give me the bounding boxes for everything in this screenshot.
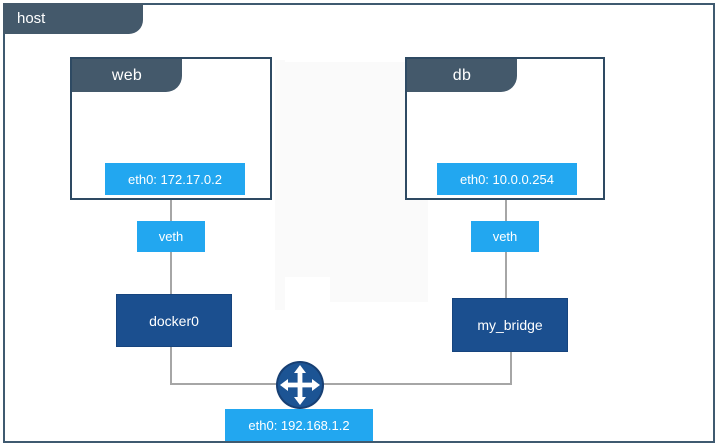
container-web-tab: web [72,59,182,92]
line-web-eth0-to-veth [170,196,172,222]
router-icon-glyph [276,361,324,409]
background-artifact [330,252,428,302]
bridge-my-bridge[interactable]: my_bridge [452,298,568,352]
line-docker0-to-bus [170,347,172,385]
db-veth-label: veth [492,229,518,244]
router-eth0-label: eth0: 192.168.1.2 [248,417,350,433]
container-db-tab: db [407,59,517,92]
bridge-docker0-label: docker0 [149,312,199,329]
host-label: host [17,10,46,27]
db-veth[interactable]: veth [471,221,539,252]
background-artifact [278,62,428,277]
host-label-tab: host [3,3,143,34]
bridge-docker0[interactable]: docker0 [116,294,232,347]
host-frame [3,3,715,443]
db-eth0-interface[interactable]: eth0: 10.0.0.254 [437,163,577,195]
router-icon[interactable] [275,360,325,410]
line-db-eth0-to-veth [505,196,507,222]
web-eth0-interface[interactable]: eth0: 172.17.0.2 [105,163,245,195]
web-veth[interactable]: veth [137,221,205,252]
web-veth-label: veth [158,229,184,244]
web-eth0-label: eth0: 172.17.0.2 [128,171,222,187]
line-my-bridge-to-bus [510,352,512,385]
bridge-my-bridge-label: my_bridge [477,317,543,333]
line-db-veth-to-my-bridge [505,251,507,298]
container-db-label: db [452,66,472,84]
background-artifact [275,60,285,310]
db-eth0-label: eth0: 10.0.0.254 [460,171,554,187]
container-web-label: web [111,66,143,84]
line-bus-horizontal [170,383,512,385]
line-web-veth-to-docker0 [170,251,172,294]
router-eth0-interface[interactable]: eth0: 192.168.1.2 [225,409,373,441]
